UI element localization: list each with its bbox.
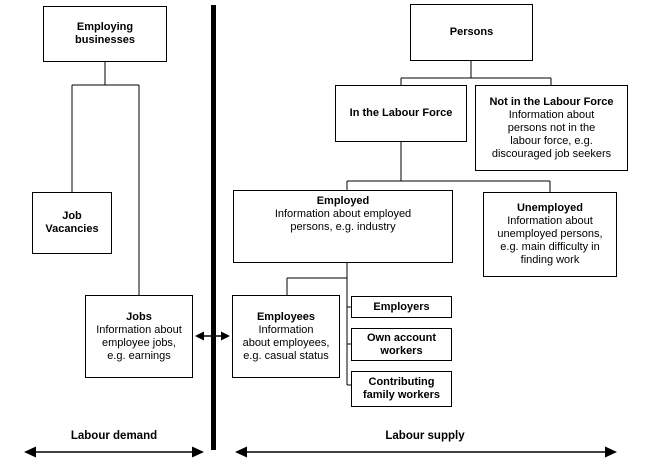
labour-demand-label: Labour demand bbox=[70, 430, 158, 442]
box-employing-businesses: Employing businesses bbox=[43, 6, 167, 62]
box-in-labour-force: In the Labour Force bbox=[335, 85, 467, 142]
in-labour-force-title: In the Labour Force bbox=[349, 107, 453, 119]
own-account-workers-title: Own account workers bbox=[366, 331, 437, 357]
box-not-in-labour-force: Not in the Labour Force Information abou… bbox=[475, 85, 628, 171]
unemployed-title: Unemployed bbox=[516, 202, 583, 214]
box-own-account-workers: Own account workers bbox=[351, 328, 452, 361]
jobs-title: Jobs bbox=[126, 310, 152, 323]
employees-title: Employees bbox=[256, 310, 316, 323]
box-employees: Employees Information about employees, e… bbox=[232, 295, 340, 378]
not-in-labour-force-title: Not in the Labour Force bbox=[489, 95, 614, 108]
labour-supply-label: Labour supply bbox=[385, 430, 465, 442]
contributing-family-workers-title: Contributing family workers bbox=[362, 376, 441, 401]
jobs-body: Information about employee jobs, e.g. ea… bbox=[96, 323, 182, 362]
employed-body: Information about employed persons, e.g.… bbox=[274, 208, 412, 233]
employees-body: Information about employees, e.g. casual… bbox=[242, 323, 330, 362]
labour-demand-arrow bbox=[24, 446, 204, 458]
job-vacancies-title: Job Vacancies bbox=[45, 210, 99, 235]
labour-supply-arrow bbox=[235, 446, 617, 458]
box-contributing-family-workers: Contributing family workers bbox=[351, 371, 452, 407]
employers-title: Employers bbox=[373, 300, 430, 313]
box-job-vacancies: Job Vacancies bbox=[32, 192, 112, 254]
jobs-employees-arrow bbox=[195, 331, 230, 341]
box-employed: Employed Information about employed pers… bbox=[233, 190, 453, 263]
employed-title: Employed bbox=[316, 195, 370, 207]
persons-title: Persons bbox=[449, 26, 494, 38]
box-employers: Employers bbox=[351, 296, 452, 318]
box-persons: Persons bbox=[410, 4, 533, 61]
box-unemployed: Unemployed Information about unemployed … bbox=[483, 192, 617, 277]
unemployed-body: Information about unemployed persons, e.… bbox=[497, 215, 603, 266]
box-jobs: Jobs Information about employee jobs, e.… bbox=[85, 295, 193, 378]
not-in-labour-force-body: Information about persons not in the lab… bbox=[491, 108, 612, 160]
divider-line bbox=[211, 5, 216, 450]
employing-businesses-title: Employing businesses bbox=[75, 21, 135, 46]
